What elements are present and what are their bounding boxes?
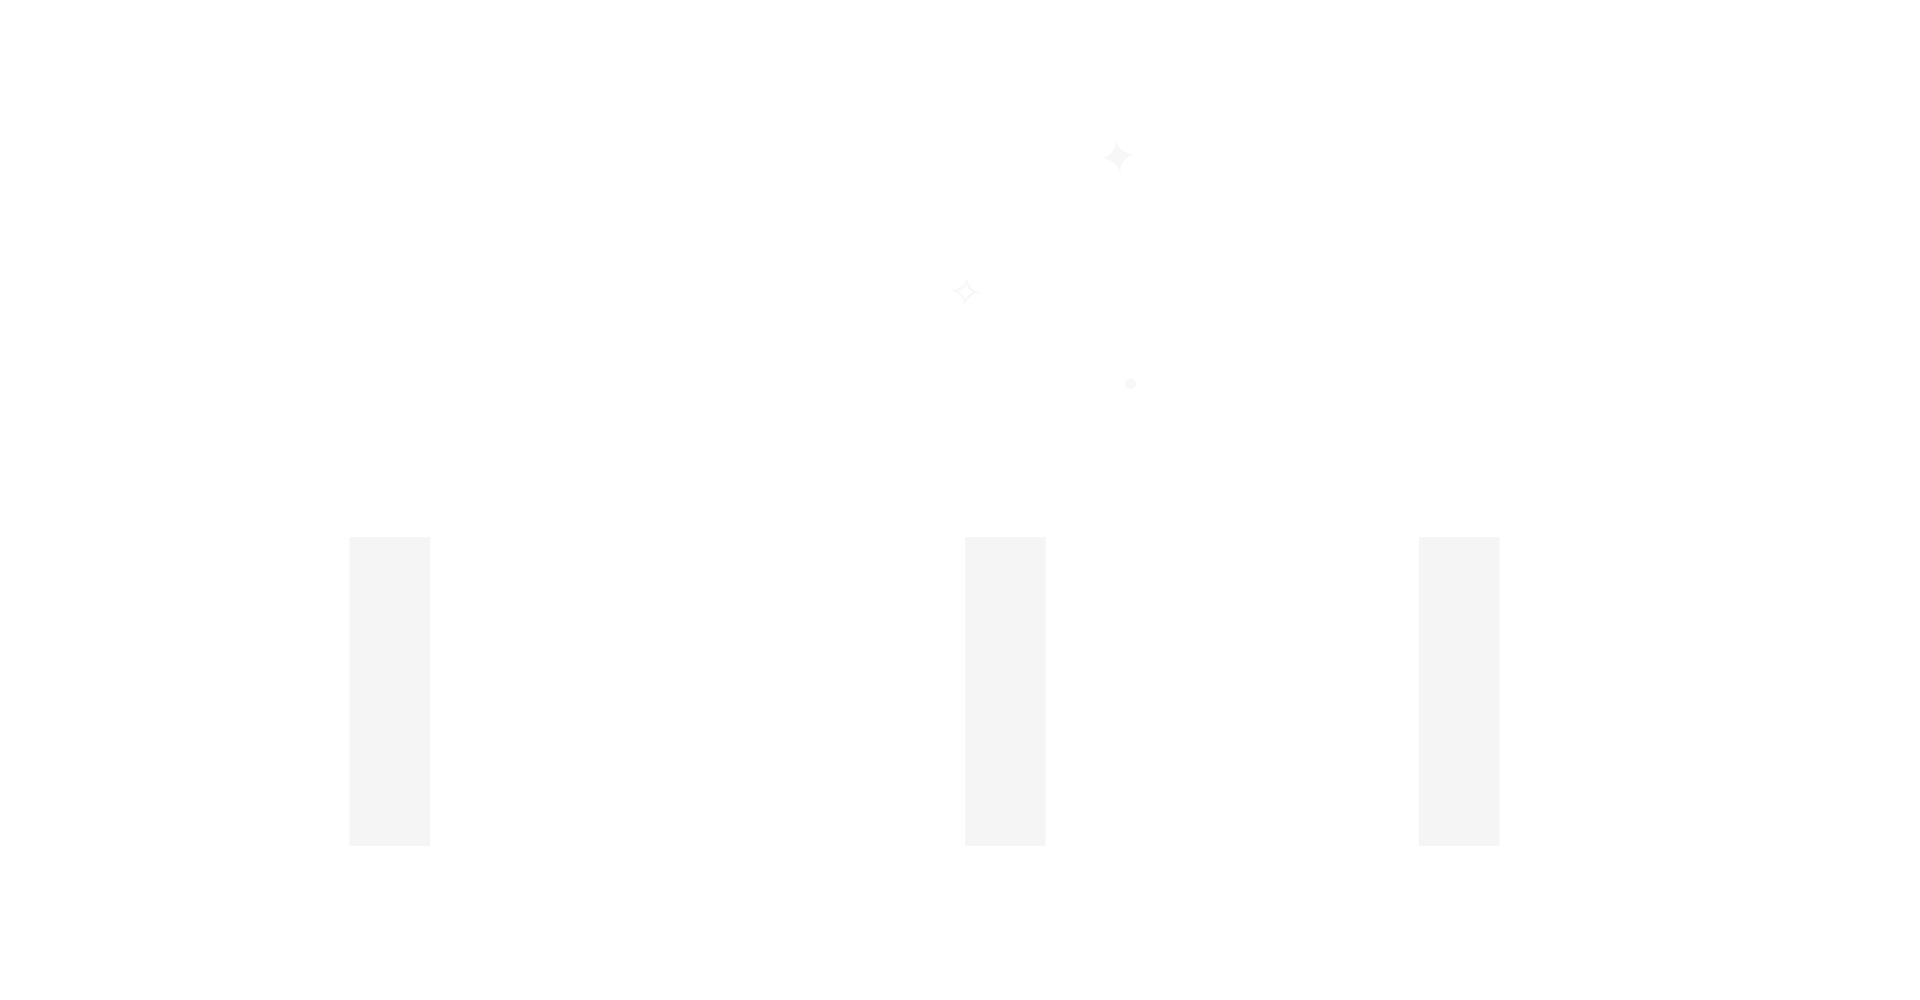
faint-large-digit-watermark: ▌ ▐ ▌	[352, 522, 1570, 862]
faint-glyph-shape: ▐	[887, 562, 1036, 822]
faint-glyph-shape: ▌	[352, 562, 501, 822]
faint-dot-icon: •	[1120, 365, 1142, 406]
faint-star-icon: ✦	[1094, 127, 1142, 189]
faint-glyph-shape: ▌	[1421, 562, 1570, 822]
faint-star-icon: ✧	[945, 266, 986, 319]
